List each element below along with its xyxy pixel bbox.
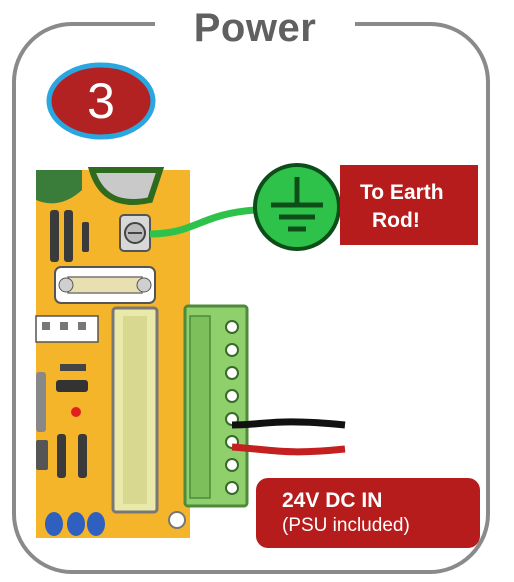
capacitor-right [87,167,165,205]
earth-ground-icon [253,163,341,251]
capacitor-left [36,170,82,204]
power-label-line2: (PSU included) [282,515,410,536]
power-label-line1: 24V DC IN [282,489,383,512]
section-title: Power [155,6,355,50]
pcb-board [35,167,190,538]
earth-screw [119,214,151,252]
power-input-label: 24V DC IN (PSU included) [256,478,480,548]
earth-rod-label: To Earth Rod! [340,165,478,245]
step-number: 3 [87,73,115,129]
earth-label-line1: To Earth [360,181,444,204]
power-wire-negative [231,418,346,429]
earth-wire [149,206,256,238]
earth-label-line2: Rod! [372,209,420,232]
terminal-block [183,304,249,508]
step-badge [46,62,156,140]
power-wire-positive [231,443,346,456]
fuse [54,266,156,304]
